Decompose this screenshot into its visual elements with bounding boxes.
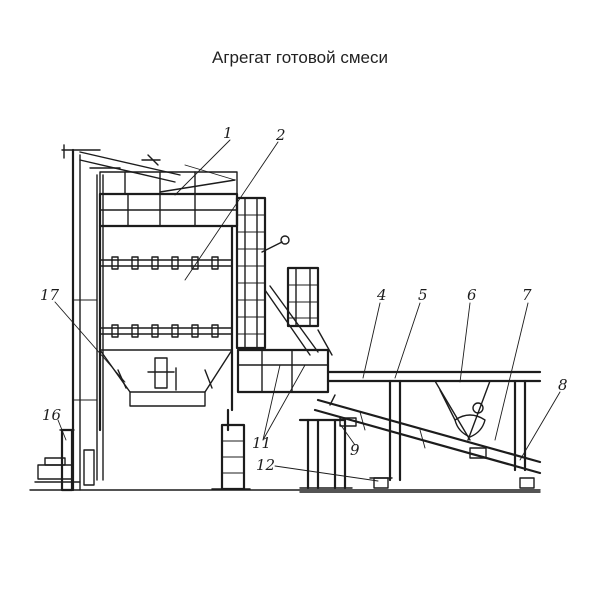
callout-5: 5: [418, 286, 428, 304]
elevator-ladder: [235, 196, 290, 350]
callout-11: 11: [252, 434, 271, 452]
callout-12: 12: [256, 456, 275, 474]
conveyor-platform: [326, 370, 542, 482]
tall-column: [61, 144, 181, 492]
callout-16: 16: [42, 406, 62, 424]
callout-1: 1: [223, 124, 233, 142]
callout-2: 2: [275, 126, 286, 144]
conveyor-support: [298, 418, 353, 490]
callout-9: 9: [350, 441, 360, 459]
main-frame: [98, 164, 239, 432]
pump-unit: [34, 428, 95, 492]
ground: [29, 477, 541, 493]
lower-ladder: [211, 423, 251, 491]
callout-17: 17: [40, 286, 60, 304]
callouts: 1 2 4 5 6 7 8 9 11 12 16 17: [40, 124, 568, 482]
inclined-conveyor: [313, 394, 542, 475]
mixer-frame: [236, 266, 333, 394]
diagram-title: Агрегат готовой смеси: [212, 48, 388, 67]
callout-4: 4: [376, 286, 387, 304]
callout-6: 6: [467, 286, 477, 304]
callout-7: 7: [522, 286, 532, 304]
callout-8: 8: [558, 376, 568, 394]
